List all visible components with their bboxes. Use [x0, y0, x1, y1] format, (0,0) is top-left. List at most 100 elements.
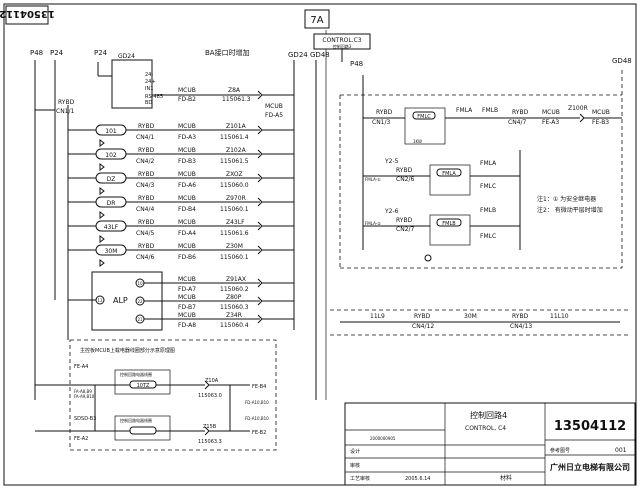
- title-date: 2005.6.14: [405, 476, 430, 482]
- ba-mcub: MCUB: [178, 87, 196, 94]
- r3-tag: FMLA-②: [365, 221, 381, 226]
- r2-y: Y2-5: [384, 158, 399, 165]
- right-top-line: RYBD CN1/3 FMLC 1KW FMLA FMLB RYBD CN4/7…: [363, 105, 622, 145]
- bus-gd24-right: GD24: [288, 51, 308, 59]
- rt-fe: FE-A3: [542, 119, 559, 126]
- alp-fd: FD-B7: [178, 304, 196, 311]
- ba-note: BA接口时增加: [205, 48, 250, 57]
- r3-fmlc: FMLC: [480, 233, 496, 240]
- title-ref-label: 参考图号: [550, 447, 570, 454]
- rt-rybd: RYBD: [376, 109, 393, 116]
- dashed-fa-a: FA-A8,B9: [74, 389, 92, 394]
- relay-code: Z30M: [226, 243, 243, 250]
- bus-p48-left: P48: [30, 49, 43, 57]
- relay-part: 115061.6: [220, 230, 249, 237]
- relay-cn: CN4/2: [136, 158, 155, 165]
- rt-mcub2: MCUB: [592, 109, 610, 116]
- diode-icon: [99, 235, 105, 243]
- relay-part: 115061.5: [220, 158, 249, 165]
- dashed-line2-part: 115063.3: [198, 439, 222, 445]
- dashed-line1-code: Z10A: [205, 378, 219, 384]
- relay-fd: FD-B6: [178, 254, 196, 261]
- r3-rybd: RYBD: [396, 217, 413, 224]
- drawing-stamp: 13504112: [0, 5, 55, 25]
- title-page: 001: [615, 447, 627, 454]
- dashed-block: 主控板MCUB上载电器线圈部分示意原理图 FE-A4 FA-A8,B9 FA-A…: [35, 339, 277, 451]
- relay-cn: CN4/1: [136, 134, 155, 141]
- bottom-cn2: CN4/13: [510, 323, 532, 330]
- title-small-ref: 2000000905: [370, 436, 396, 441]
- relay-code: Z102A: [226, 147, 247, 154]
- relay-tag: 43LF: [104, 224, 119, 231]
- alp-part: 115060.3: [220, 304, 249, 311]
- rt-fmlb: FMLB: [482, 107, 498, 114]
- dashed-line1-fe: FE-B4: [252, 384, 266, 390]
- alp-fd: FD-A7: [178, 286, 196, 293]
- control-c3-label: CONTROL.C3: [322, 37, 361, 44]
- r3-circle: [424, 254, 432, 262]
- relay-cn: CN4/4: [136, 206, 155, 213]
- bottom-contact-line: 11L9 RYBD CN4/12 30M RYBD CN4/13 11L10: [330, 309, 630, 336]
- ba-pin-2: 24+: [145, 79, 156, 85]
- title-block: 控制回路4 CONTROL, C4 13504112 参考图号 001 广州日立…: [344, 402, 636, 486]
- left-branch-cn: CN1/1: [56, 108, 75, 115]
- rt-cn: CN1/3: [372, 119, 391, 126]
- bus-p24-inner: P24: [94, 49, 108, 57]
- ba-pin-3: IN1: [145, 86, 153, 92]
- relay-part: 115060.1: [220, 206, 249, 213]
- ba-fd: FD-B2: [178, 96, 196, 103]
- ba-gd24: GD24: [118, 53, 135, 60]
- rt-sub: 1KW: [413, 139, 422, 144]
- alp-label: ALP: [113, 296, 128, 305]
- bus-p48-right: P48: [350, 60, 363, 68]
- bottom-cn1: CN4/12: [412, 323, 434, 330]
- relay-cn: CN4/5: [136, 230, 155, 237]
- dashed-relay1: 10TZ: [137, 383, 150, 389]
- r2-fm: FMLA: [442, 171, 456, 177]
- dashed-sub2: 控制回路电器线圈: [120, 417, 152, 423]
- title-label-review: 审核: [350, 462, 360, 469]
- alp-part: 115060.2: [220, 286, 249, 293]
- bottom-left: 11L9: [370, 313, 385, 320]
- dashed-fe-a2: FE-A2: [74, 436, 88, 442]
- title-company: 广州日立电梯有限公司: [550, 462, 630, 472]
- left-branch-mcub: MCUB: [265, 103, 283, 110]
- ba-pin-1: 24-: [145, 72, 153, 78]
- right-row-3: Y2-6 RYBD CN2/7 FMLA-② FMLB FMLB FMLC: [363, 207, 520, 262]
- control-c3-sub: 控制回路3: [333, 43, 352, 49]
- alp-mcub: MCUB: [178, 276, 196, 283]
- dashed-sdsd: SDSD-B3: [74, 416, 96, 422]
- relay-code: Z43LF: [226, 219, 245, 226]
- dashed-fe-a4: FE-A4: [74, 364, 88, 370]
- r3-fmlb: FMLB: [480, 207, 496, 214]
- ba-part: 115061.3: [222, 96, 251, 103]
- relay-fd: FD-B4: [178, 206, 196, 213]
- rt-cn2: CN4/7: [508, 119, 527, 126]
- diode-icon: [99, 139, 105, 147]
- relay-tag: 101: [105, 128, 117, 135]
- relay-code: Z101A: [226, 123, 247, 130]
- diode-icon: [99, 211, 105, 219]
- relay-cn: CN4/6: [136, 254, 155, 261]
- relay-tag: DR: [107, 200, 116, 207]
- rt-code: Z100R: [568, 105, 588, 112]
- bus-gd48-mid: GD48: [310, 51, 330, 59]
- relay-rybd: RYBD: [138, 171, 155, 178]
- title-label-process: 工艺审核: [350, 475, 370, 482]
- r3-y: Y2-6: [384, 208, 399, 215]
- alp-lines: MCUBFD-A7Z91AX115060.2MCUBFD-B7Z80P11506…: [144, 276, 294, 329]
- r2-fmla: FMLA: [480, 160, 497, 167]
- sheet-frame: [3, 3, 637, 486]
- diode-icon: [99, 259, 105, 267]
- alp-pin-3: 21: [137, 317, 143, 322]
- alp-part: 115060.4: [220, 322, 249, 329]
- dashed-sub1: 控制回路电器线圈: [120, 371, 152, 377]
